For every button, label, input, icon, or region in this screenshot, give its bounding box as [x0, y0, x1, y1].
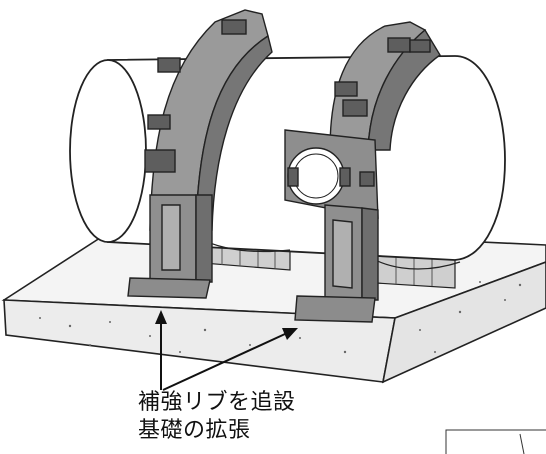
callout-arrows: [155, 310, 298, 391]
left-saddle-support: [127, 9, 273, 299]
callout-arrow-right: [162, 333, 286, 391]
right-saddle-support: [284, 21, 441, 323]
right-base-plate: [294, 295, 376, 323]
slab-speckle: [39, 281, 522, 354]
left-base-plate: [127, 277, 211, 299]
caption-line-reinforcing-rib: 補強リブを追設: [138, 390, 296, 415]
vessel-end-cap: [69, 59, 147, 243]
caption-line-foundation-expansion: 基礎の拡張: [138, 418, 251, 443]
corner-frame: [445, 429, 546, 454]
